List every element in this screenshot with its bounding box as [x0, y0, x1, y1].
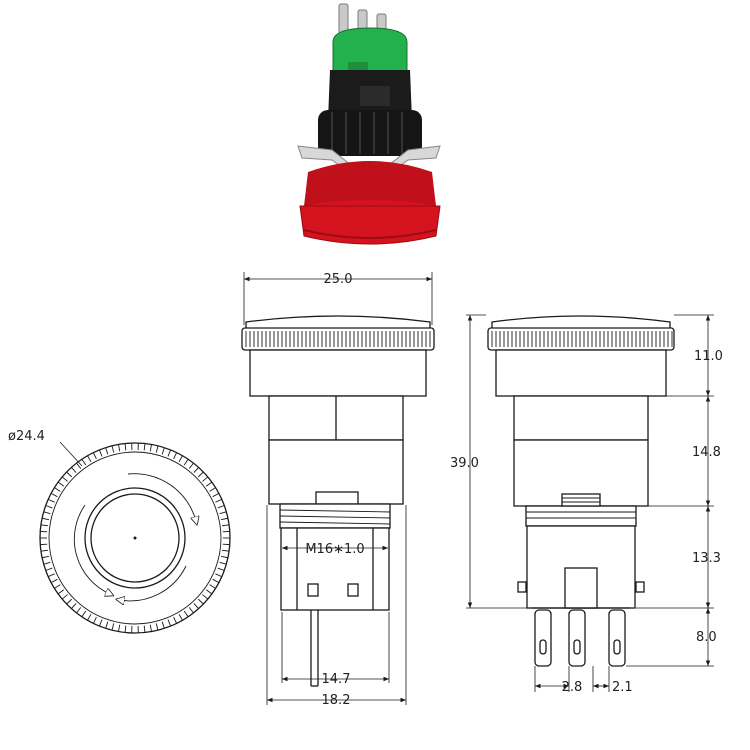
- circle-knurl: [40, 443, 230, 633]
- side-knurl: [491, 331, 673, 347]
- rotate-arrow-icon: [120, 565, 187, 601]
- dimension-labels: 25.0 ø24.4 M16∗1.0 14.7 18.2 39.0 11.0 1…: [8, 272, 723, 708]
- dim-front-width: 25.0: [324, 272, 353, 287]
- dim-thread: M16∗1.0: [305, 542, 364, 557]
- rotate-arrow-icon: [73, 504, 110, 594]
- photo-nut: [318, 110, 422, 156]
- front-knurl: [245, 331, 431, 347]
- dim-cap-height: 11.0: [694, 349, 723, 364]
- dim-terminal-pitch: 2.8: [562, 680, 583, 695]
- top-view: [39, 441, 231, 634]
- dim-cap-diameter: ø24.4: [8, 429, 45, 444]
- side-terminals: [534, 609, 626, 667]
- product-photo: [297, 3, 441, 245]
- dim-body-width: 14.7: [322, 672, 351, 687]
- dim-total-height: 39.0: [450, 456, 479, 471]
- dim-terminal-width: 2.1: [612, 680, 633, 695]
- rotate-arrow-icon: [127, 473, 196, 521]
- side-view: [466, 314, 714, 692]
- dim-base-width: 18.2: [322, 693, 351, 708]
- front-view: [241, 272, 435, 705]
- dim-thread-height: 13.3: [692, 551, 721, 566]
- photo-red-cap: [304, 161, 436, 206]
- dim-body-height: 14.8: [692, 445, 721, 460]
- dim-terminal-length: 8.0: [696, 630, 717, 645]
